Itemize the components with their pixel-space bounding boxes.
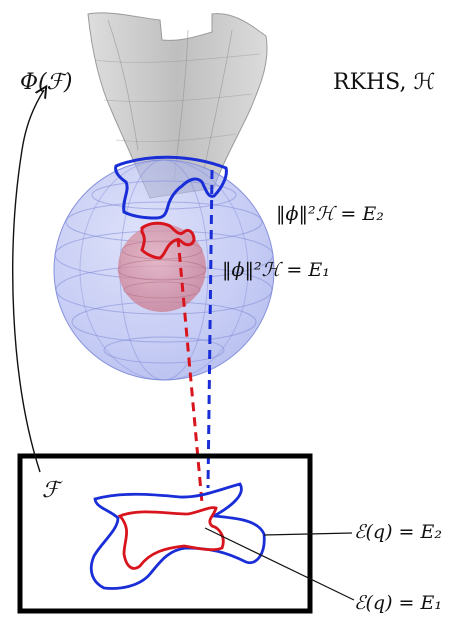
- feature-map-arrow: [12, 90, 44, 473]
- low-energy-level-set: [117, 506, 225, 570]
- energy-e1-leader: [204, 527, 355, 601]
- input-domain-frame: [17, 453, 313, 614]
- energy-level-e1-label: ℰ(q) = E₁: [354, 592, 442, 614]
- low-energy-sphere-curve: [140, 221, 196, 260]
- high-energy-sphere-curve: [114, 155, 228, 220]
- high-energy-mapping-line: [206, 169, 214, 489]
- feature-map-label: Φ(ℱ): [20, 70, 73, 95]
- feature-surface: [87, 12, 268, 199]
- norm-level-e1-label: ‖ϕ‖²ℋ = E₁: [222, 259, 330, 281]
- energy-e2-leader: [263, 532, 353, 536]
- input-space-label: ℱ: [42, 478, 60, 503]
- energy-level-e2-label: ℰ(q) = E₂: [354, 521, 442, 543]
- high-energy-level-set: [89, 482, 266, 590]
- norm-level-e2-label: ‖ϕ‖²ℋ = E₂: [276, 203, 384, 225]
- rkhs-label: RKHS, ℋ: [333, 70, 436, 95]
